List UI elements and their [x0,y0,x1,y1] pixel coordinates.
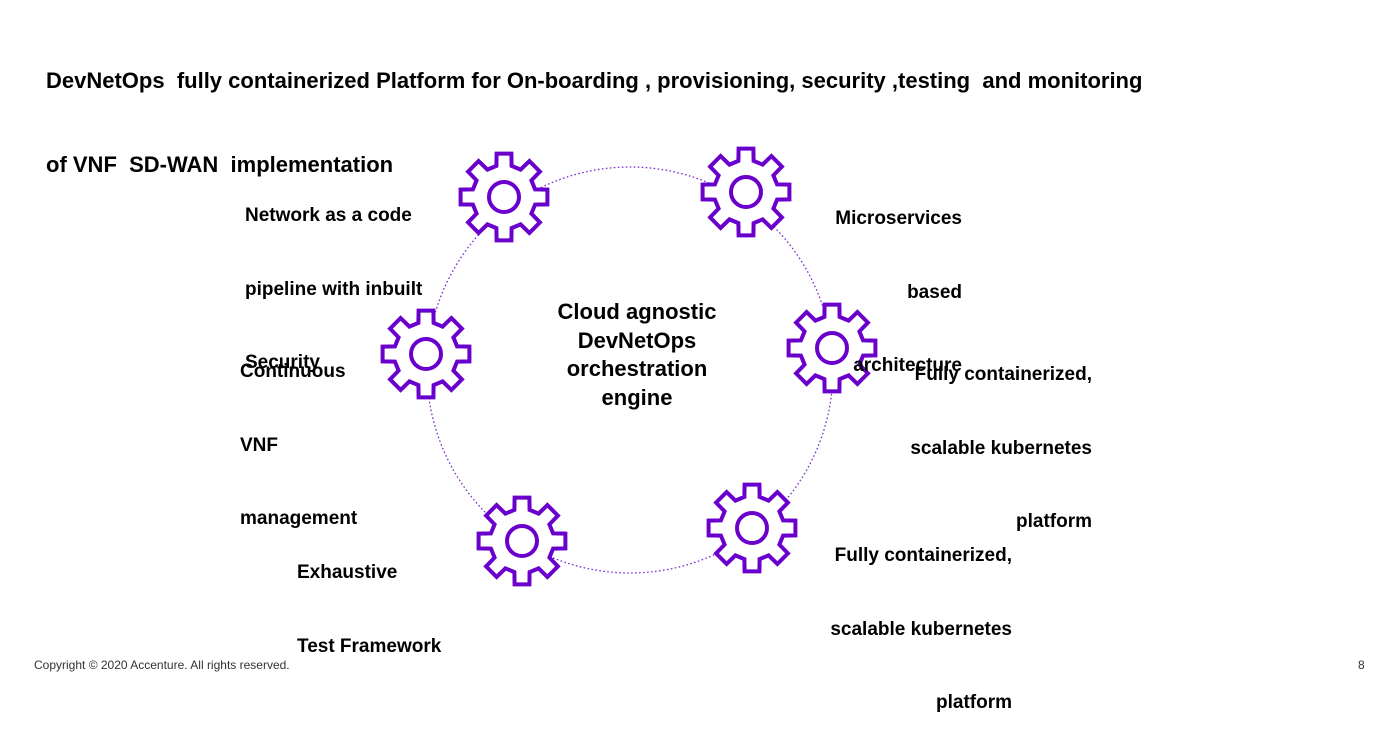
center-label-line-2: DevNetOps [577,327,697,353]
orchestration-diagram [380,146,878,587]
gear-hub [505,524,539,558]
gear-outline [380,308,472,400]
page-number: 8 [1358,658,1365,672]
label-line: Fully containerized, [834,545,1012,566]
gear-hub [735,511,769,545]
center-label-line-1: Cloud agnostic [557,299,717,324]
center-label-line-4: engine [601,384,673,410]
gear-icon-test-framework [476,495,568,587]
label-network-as-code: Network as a code pipeline with inbuilt … [245,155,422,400]
label-line: architecture [853,355,962,376]
gear-outline [706,482,798,574]
label-line: management [240,508,358,529]
label-line: scalable kubernetes [910,437,1092,459]
label-containerized-mid: Fully containerized, scalable kubernetes… [882,314,1092,559]
gear-hub [815,331,849,365]
label-line: Fully containerized, [914,364,1092,385]
gear-outline [786,302,878,394]
gear-icon-containerized-bottom [706,482,798,574]
label-line: pipeline with inbuilt [245,278,423,300]
center-engine-label: Cloud agnostic DevNetOps orchestration e… [537,298,737,412]
gear-outline [476,495,568,587]
gear-icon-microservices [700,146,792,238]
gear-icon-containerized-mid [786,302,878,394]
label-line: platform [1016,511,1092,532]
gear-hub [729,175,763,209]
label-microservices: Microservices based architecture [800,158,962,403]
slide-title: DevNetOps fully containerized Platform f… [46,11,1296,207]
label-containerized-bottom: Fully containerized, scalable kubernetes… [802,495,1012,740]
copyright-footer: Copyright © 2020 Accenture. All rights r… [34,658,290,672]
label-line: Exhaustive [297,562,398,583]
label-line: Test Framework [297,635,442,657]
label-line: Network as a code [245,205,412,226]
gear-hub [487,180,521,214]
label-line: Microservices [835,208,962,229]
label-line: VNF [240,434,278,456]
gear-icon-continuous-vnf [380,308,472,400]
slide-title-line-1: DevNetOps fully containerized Platform f… [46,68,1143,93]
center-label-line-3: orchestration [566,356,708,381]
label-continuous-vnf: Continuous VNF management [240,311,357,556]
gear-outline [700,146,792,238]
gear-outline [458,151,550,243]
gear-icon-network-code [458,151,550,243]
label-line: scalable kubernetes [830,618,1012,640]
label-line: Continuous [240,361,346,382]
label-line: based [907,281,962,303]
label-test-framework: Exhaustive Test Framework [297,512,441,684]
slide-title-line-2: of VNF SD-WAN implementation [46,152,394,177]
label-line: Security [245,352,320,373]
label-line: platform [936,692,1012,713]
gear-hub [409,337,443,371]
